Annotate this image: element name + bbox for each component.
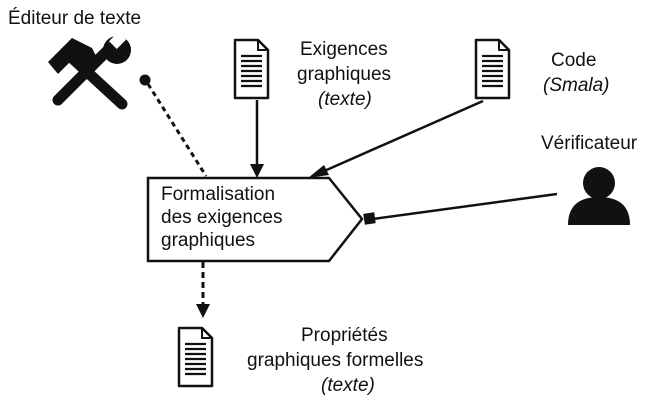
process-line3: graphiques — [161, 230, 256, 251]
process-label: Formalisation des exigences graphiques — [161, 183, 282, 252]
output-line2: graphiques formelles — [247, 350, 424, 371]
requirements-line3: (texte) — [318, 89, 372, 110]
process-line2: des exigences — [161, 207, 283, 228]
requirements-document-icon — [233, 38, 270, 100]
output-document-icon — [177, 326, 214, 388]
editor-connector — [139, 74, 208, 177]
hammer-wrench-icon — [48, 32, 131, 110]
requirements-line1: Exigences — [300, 39, 388, 60]
output-line1: Propriétés — [301, 325, 388, 346]
process-box — [146, 176, 364, 263]
code-line1: Code — [551, 50, 597, 71]
output-line3: (texte) — [321, 375, 375, 396]
person-icon — [568, 167, 630, 225]
verifier-connector — [363, 192, 558, 225]
requirements-arrow — [250, 100, 264, 178]
code-line2: (Smala) — [543, 75, 610, 96]
code-document-icon — [474, 38, 511, 100]
verifier-label: Vérificateur — [541, 133, 638, 154]
output-arrow — [196, 262, 210, 318]
process-line1: Formalisation — [161, 184, 276, 205]
text-editor-label: Éditeur de texte — [8, 8, 142, 29]
requirements-line2: graphiques — [297, 64, 392, 85]
code-arrow — [308, 99, 484, 178]
